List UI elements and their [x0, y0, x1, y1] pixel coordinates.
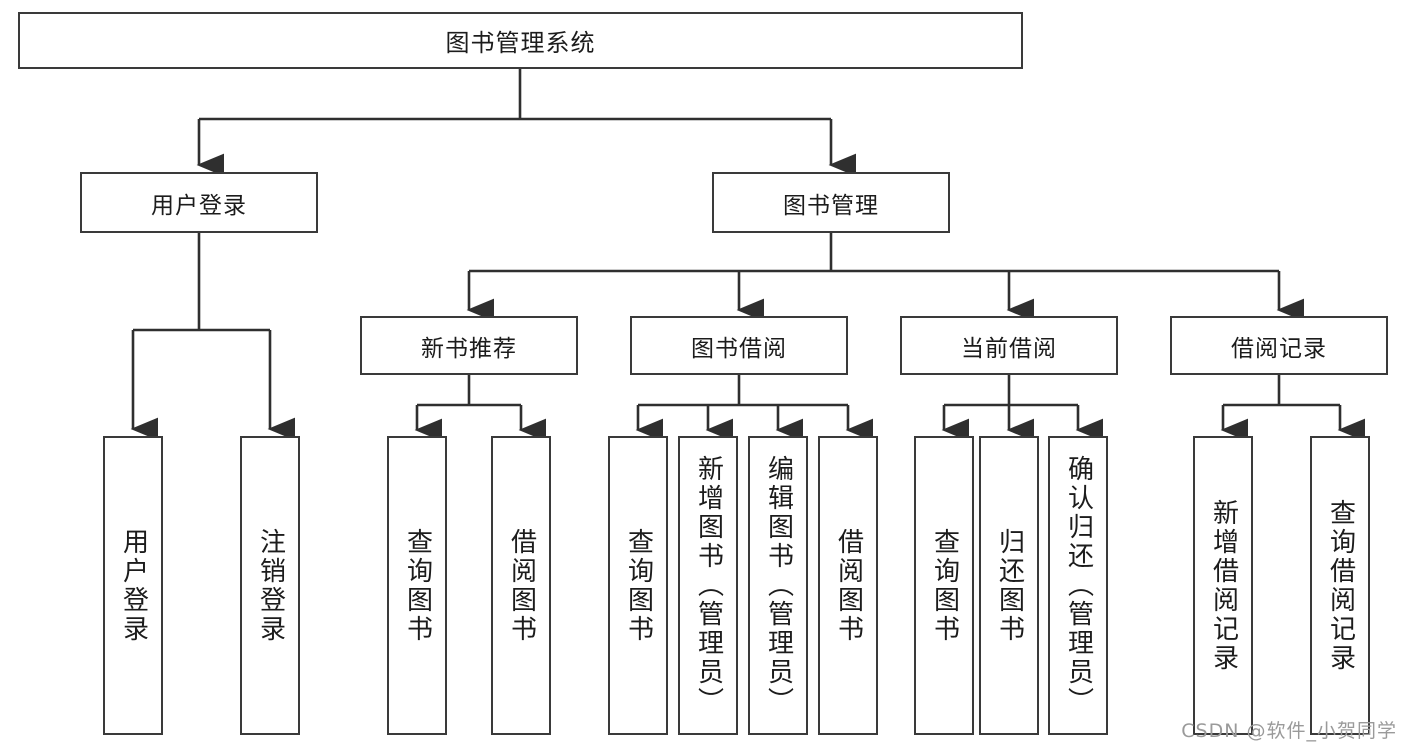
node-label: 用户登录: [151, 192, 247, 219]
leaf-edit-book-admin[interactable]: 编辑图书（管理员）: [748, 436, 808, 735]
node-label: 编辑图书（管理员）: [763, 455, 794, 716]
leaf-query-borrow-record[interactable]: 查询借阅记录: [1310, 436, 1370, 735]
node-label: 归还图书: [994, 527, 1025, 644]
node-new-book-recommend[interactable]: 新书推荐: [360, 316, 578, 375]
leaf-add-borrow-record[interactable]: 新增借阅记录: [1193, 436, 1253, 735]
node-label: 借阅记录: [1231, 335, 1327, 362]
node-label: 借阅图书: [833, 527, 864, 644]
node-label: 查询图书: [929, 527, 960, 644]
node-book-borrow[interactable]: 图书借阅: [630, 316, 848, 375]
node-label: 图书管理: [783, 192, 879, 219]
node-label: 图书借阅: [691, 335, 787, 362]
node-label: 注销登录: [255, 527, 286, 644]
leaf-borrow-book[interactable]: 借阅图书: [818, 436, 878, 735]
leaf-logout[interactable]: 注销登录: [240, 436, 300, 735]
node-label: 借阅图书: [506, 527, 537, 644]
leaf-add-book-admin[interactable]: 新增图书（管理员）: [678, 436, 738, 735]
leaf-query-book-current[interactable]: 查询图书: [914, 436, 974, 735]
leaf-confirm-return-admin[interactable]: 确认归还（管理员）: [1048, 436, 1108, 735]
node-book-management[interactable]: 图书管理: [712, 172, 950, 233]
node-label: 新增借阅记录: [1208, 498, 1239, 673]
leaf-query-book-new[interactable]: 查询图书: [387, 436, 447, 735]
node-label: 新书推荐: [421, 335, 517, 362]
node-current-borrow[interactable]: 当前借阅: [900, 316, 1118, 375]
leaf-return-book[interactable]: 归还图书: [979, 436, 1039, 735]
node-label: 查询图书: [402, 527, 433, 644]
node-label: 新增图书（管理员）: [693, 455, 724, 716]
node-user-login[interactable]: 用户登录: [80, 172, 318, 233]
node-label: 查询借阅记录: [1325, 498, 1356, 673]
node-label: 确认归还（管理员）: [1063, 455, 1094, 716]
node-label: 当前借阅: [961, 335, 1057, 362]
node-label: 图书管理系统: [445, 29, 596, 57]
node-borrow-record[interactable]: 借阅记录: [1170, 316, 1388, 375]
leaf-user-login[interactable]: 用户登录: [103, 436, 163, 735]
leaf-borrow-book-new[interactable]: 借阅图书: [491, 436, 551, 735]
node-label: 查询图书: [623, 527, 654, 644]
node-label: 用户登录: [118, 527, 149, 644]
leaf-query-book[interactable]: 查询图书: [608, 436, 668, 735]
node-root-system[interactable]: 图书管理系统: [18, 12, 1023, 69]
